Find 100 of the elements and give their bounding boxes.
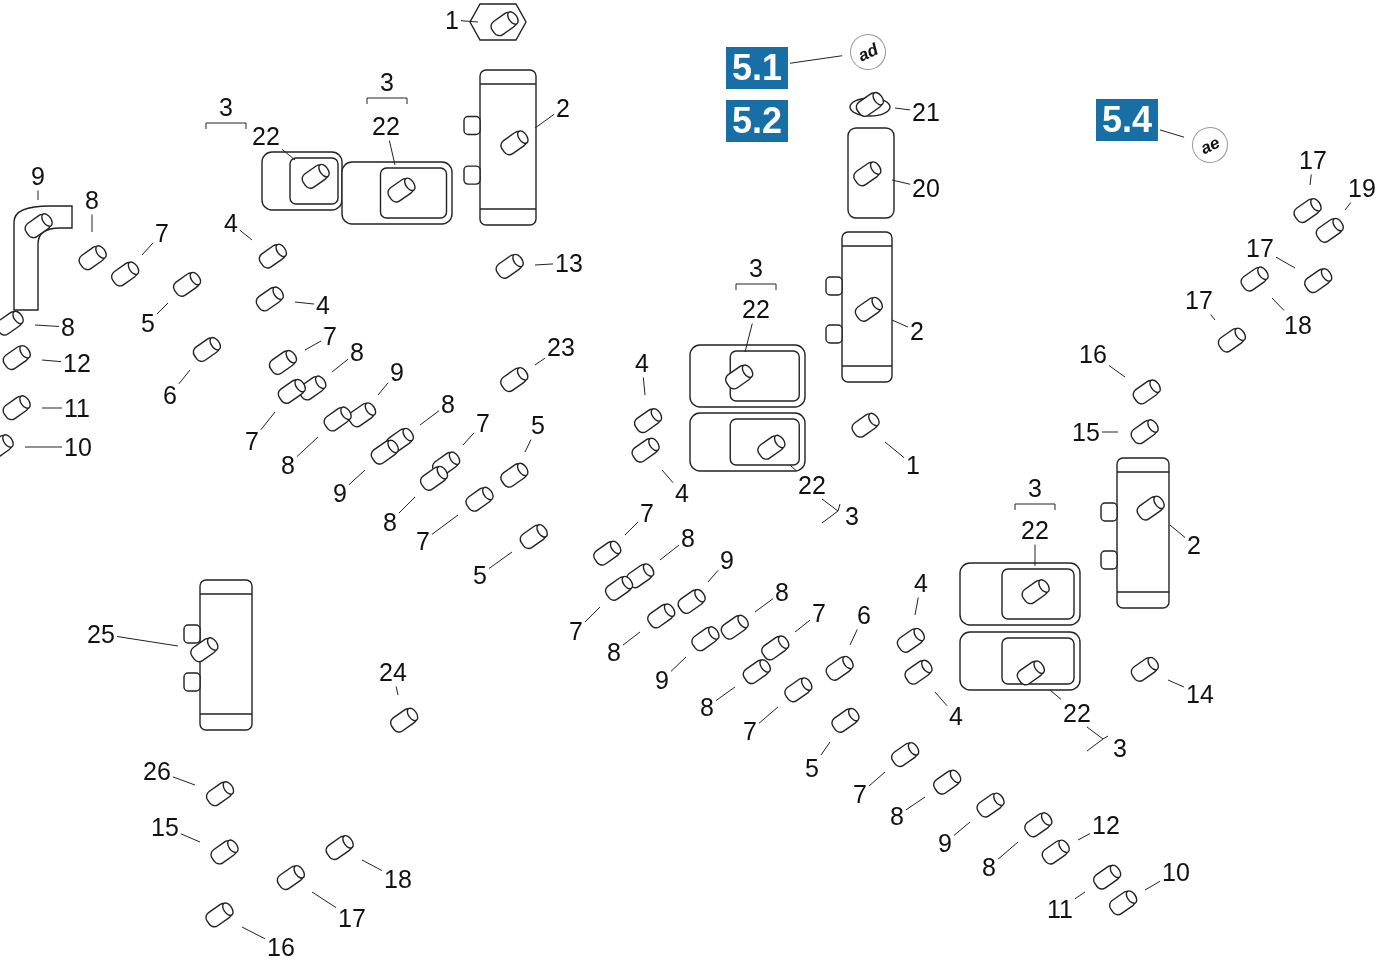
leader-line (1271, 297, 1285, 311)
leader-line (296, 436, 319, 458)
leader-line (488, 551, 513, 570)
leader-line (311, 891, 337, 909)
callout-number: 7 (743, 718, 757, 744)
callout-number: 16 (1079, 341, 1107, 367)
leader-line (534, 357, 546, 366)
callout-number: 12 (1092, 812, 1120, 838)
callout-number: 4 (316, 292, 330, 318)
callout-number: 23 (547, 334, 575, 360)
callout-number: 15 (151, 814, 179, 840)
leader-line (241, 926, 266, 940)
callout-number: 25 (87, 621, 115, 647)
leader-line (905, 796, 926, 811)
leader-line (1077, 833, 1091, 841)
leader-line (1034, 544, 1036, 567)
callout-number: 4 (675, 480, 689, 506)
callout-number: 3 (845, 503, 859, 529)
leader-line (141, 242, 154, 256)
callout-number: 8 (350, 339, 364, 365)
leader-line (395, 686, 399, 696)
leader-line (707, 569, 719, 583)
leader-line (1344, 202, 1352, 211)
leader-line (1108, 364, 1126, 378)
leader-line (1101, 431, 1119, 433)
leader-line (758, 706, 779, 724)
leader-line (116, 636, 179, 647)
leader-line (1144, 880, 1161, 891)
callout-number: 3 (380, 69, 394, 95)
leader-line (172, 776, 196, 786)
leader-line (659, 544, 680, 561)
callout-number: 14 (1186, 681, 1214, 707)
callout-number: 3 (749, 255, 763, 281)
callout-number: 8 (61, 314, 75, 340)
callout-number: 8 (383, 509, 397, 535)
leader-line (642, 377, 646, 396)
callout-number: 8 (85, 187, 99, 213)
callout-number: 12 (63, 350, 91, 376)
leader-line (398, 496, 416, 514)
leader-line (754, 598, 774, 613)
callout-number: 8 (890, 803, 904, 829)
callout-number: 26 (143, 758, 171, 784)
callout-number: 3 (1113, 735, 1127, 761)
leader-line (1169, 524, 1186, 539)
leader-line (331, 358, 349, 373)
callout-number: 1 (906, 452, 920, 478)
callout-number: 11 (64, 395, 90, 421)
callout-number: 20 (912, 175, 940, 201)
section-badge: 5.4 (1096, 99, 1158, 141)
leader-line (953, 821, 971, 836)
leader-line (914, 597, 919, 616)
callout-number: 16 (267, 934, 295, 960)
leader-line (419, 410, 440, 426)
callout-number: 7 (812, 600, 826, 626)
leader-line (260, 411, 276, 431)
callout-number: 5 (473, 562, 487, 588)
callout-number: 7 (245, 428, 259, 454)
leader-line (361, 859, 383, 872)
leader-line (744, 323, 753, 353)
callout-number: 9 (655, 667, 669, 693)
callout-number: 9 (31, 163, 45, 189)
callout-number: 7 (569, 618, 583, 644)
callout-number: 17 (1185, 287, 1213, 313)
leader-line (868, 771, 886, 787)
leader-line (1210, 314, 1216, 321)
callout-number: 7 (853, 781, 867, 807)
callout-number: 1 (445, 7, 459, 33)
callout-number: 5 (805, 755, 819, 781)
leader-line (37, 190, 39, 201)
section-badge: 5.1 (726, 47, 788, 89)
callout-number: 22 (1021, 517, 1049, 543)
callout-number: 8 (775, 579, 789, 605)
callout-number: 11 (1047, 896, 1073, 922)
leader-line (24, 446, 63, 448)
callout-number: 6 (857, 602, 871, 628)
callout-number: 10 (1162, 859, 1190, 885)
leader-line (41, 359, 62, 363)
callout-number: 9 (938, 830, 952, 856)
callout-number: 18 (384, 866, 412, 892)
leader-line (884, 441, 905, 459)
callout-number: 2 (1187, 532, 1201, 558)
leader-line (670, 656, 687, 672)
callout-number: 8 (281, 452, 295, 478)
leader-line (891, 179, 911, 185)
callout-number: 21 (912, 99, 940, 125)
leader-line (460, 20, 479, 23)
callout-number: 3 (219, 94, 233, 120)
leader-line (584, 606, 601, 623)
leader-line (1167, 679, 1185, 688)
leader-line (622, 631, 641, 646)
callout-number: 8 (607, 639, 621, 665)
leader-line (388, 140, 396, 166)
leader-line (997, 841, 1019, 860)
callout-number: 22 (252, 123, 280, 149)
leader-line (156, 302, 169, 315)
leader-line (180, 833, 201, 843)
leader-line (41, 407, 63, 409)
leader-line (661, 469, 674, 484)
leader-line (789, 55, 843, 64)
leader-line (1074, 891, 1086, 900)
